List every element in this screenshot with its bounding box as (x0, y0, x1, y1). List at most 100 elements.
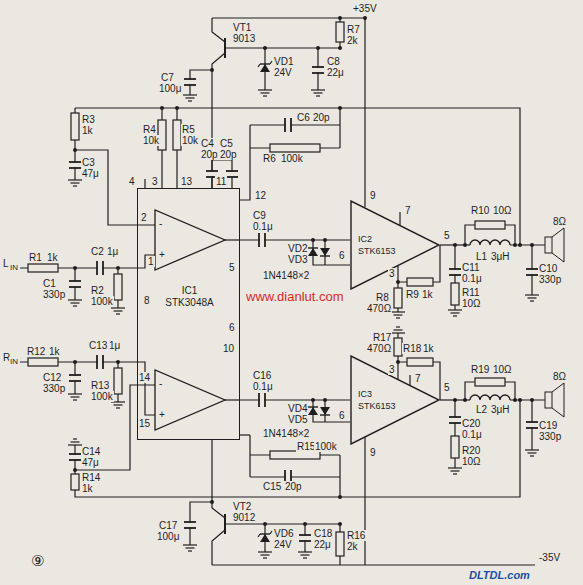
part-label: 0.1μ (461, 429, 483, 440)
capacitor-symbol (206, 170, 218, 172)
junction-dot (210, 68, 214, 72)
ground-symbol (183, 544, 197, 545)
capacitor-symbol (526, 421, 538, 423)
capacitor-gap (68, 455, 82, 460)
capacitor-gap (298, 536, 312, 541)
part-label: 330p (538, 274, 562, 285)
junction-dot (323, 238, 327, 242)
part-label: L1 (475, 251, 488, 262)
part-label: 10Ω (461, 298, 482, 309)
capacitor-symbol (264, 233, 266, 247)
part-label: 2k (346, 35, 359, 46)
resistor-symbol (475, 221, 505, 229)
resistor-symbol (407, 278, 433, 286)
part-label: VT2 (232, 501, 252, 512)
resistor-symbol (114, 368, 122, 394)
capacitor-symbol (258, 233, 260, 247)
part-label: 100μ (156, 531, 180, 542)
junction-dot (513, 243, 517, 247)
capacitor-symbol (258, 393, 260, 407)
ground-symbol (396, 317, 400, 318)
ground-symbol (186, 97, 195, 98)
capacitor-symbol (226, 170, 238, 172)
capacitor-symbol (299, 534, 311, 536)
part-label: 4 (128, 176, 136, 187)
wire (250, 476, 340, 477)
wire (75, 108, 520, 245)
capacitor-symbol (312, 66, 324, 68)
ground-symbol (68, 179, 82, 180)
part-label: 10k (181, 135, 199, 146)
part-label: VD4 (287, 403, 308, 414)
wire (144, 179, 145, 188)
part-label: 10Ω (492, 205, 513, 216)
part-label: 1N4148×2 (262, 428, 310, 439)
transistor-symbol (224, 514, 226, 534)
junction-dot (396, 360, 400, 364)
junction-dot (73, 266, 77, 270)
part-label: R17 (372, 332, 392, 343)
ground-symbol (114, 404, 123, 405)
part-label: C18 (313, 528, 333, 539)
part-label: - (158, 378, 163, 389)
signal-subscript: IN (9, 357, 19, 366)
diode-symbol (270, 531, 272, 534)
ground-symbol (263, 95, 267, 96)
part-label: 1k (46, 252, 59, 263)
ground-symbol (68, 444, 82, 445)
resistor-symbol (270, 451, 320, 459)
part-label: C12 (42, 372, 62, 383)
part-label: 10Ω (461, 456, 482, 467)
resistor-symbol (336, 22, 344, 42)
part-label: 10 (222, 343, 235, 354)
wire (339, 455, 340, 497)
part-label: VD3 (287, 254, 308, 265)
junction-dot (463, 398, 467, 402)
resistor-symbol (28, 358, 58, 366)
part-label: 1k (421, 289, 434, 300)
diode-symbol (320, 407, 330, 415)
part-label: 15 (138, 418, 151, 429)
part-label: C6 (296, 112, 311, 123)
wire (240, 434, 250, 435)
capacitor-symbol (312, 72, 324, 74)
diode-symbol (320, 255, 330, 256)
capacitor-symbol (226, 176, 238, 178)
part-label: C7 (160, 72, 175, 83)
part-label: 100k (280, 153, 304, 164)
capacitor-gap (68, 376, 82, 381)
part-label: 330p (42, 289, 66, 300)
wire (409, 375, 410, 385)
capacitor-symbol (69, 286, 81, 288)
part-label: 330p (538, 431, 562, 442)
ic-part-number: STK3048A (138, 297, 241, 309)
part-label: R4 (142, 124, 157, 135)
part-label: C8 (326, 56, 341, 67)
resistor-symbol (407, 358, 433, 366)
ground-symbol (261, 554, 270, 555)
part-label: 1k (48, 346, 61, 357)
capacitor-gap (525, 423, 539, 428)
part-label: 9 (369, 447, 377, 458)
part-label: 330p (42, 383, 66, 394)
ground-symbol (114, 310, 123, 311)
capacitor-symbol (69, 453, 81, 455)
part-label: VD1 (273, 56, 294, 67)
resistor-symbol (173, 120, 181, 150)
diode-symbol (260, 534, 270, 542)
part-label: 10k (142, 135, 160, 146)
part-label: 10Ω (492, 364, 513, 375)
part-label: 100k (314, 441, 338, 452)
junction-dot (338, 46, 342, 50)
junction-dot (463, 243, 467, 247)
diode-symbol (270, 61, 272, 64)
wire (212, 53, 225, 188)
capacitor-gap (183, 80, 197, 85)
signal-wire (240, 399, 350, 400)
ground-symbol (394, 329, 403, 330)
resistor-symbol (451, 436, 459, 458)
part-label: VT1 (232, 22, 252, 33)
part-label: 0.1μ (252, 221, 274, 232)
capacitor-symbol (264, 393, 266, 407)
node-text-box: IC3STK6153 (350, 388, 440, 412)
